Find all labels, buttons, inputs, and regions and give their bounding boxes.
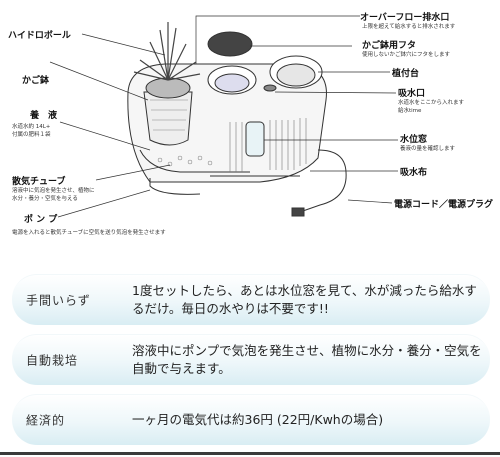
label-pot: かご鉢 [22, 76, 50, 86]
air-tube-line-2: 水分・養分・空気を与える [12, 196, 78, 202]
nutrient-line-2: 付属の肥料１袋 [12, 132, 51, 138]
feature-text: 溶液中にポンプで気泡を発生させ、植物に水分・養分・空気を自動で与えます。 [132, 343, 482, 376]
label-hydroball: ハイドロボール [8, 31, 71, 41]
label-nutrient: 養 液 [30, 111, 58, 121]
feature-text: 1度セットしたら、あとは水位窓を見て、水が減ったら給水するだけ。毎日の水やりは不… [132, 283, 477, 316]
inlet-line-2: 給水time [398, 108, 422, 114]
feature-row-auto: 自動栽培 溶液中にポンプで気泡を発生させ、植物に水分・養分・空気を自動で与えます… [12, 334, 490, 385]
feature-row-economy: 経済的 一ヶ月の電気代は約36円 (22円/Kwhの場合) [12, 394, 490, 445]
window-line: 養液の量を確認します [400, 146, 456, 152]
bottom-border [0, 452, 500, 455]
feature-row-easy: 手間いらず 1度セットしたら、あとは水位窓を見て、水が減ったら給水するだけ。毎日… [12, 274, 490, 325]
air-tube-line-1: 溶液中に気泡を発生させ、植物に [12, 188, 95, 194]
product-diagram: ハイドロボール かご鉢 養 液 水道水約 14L+ 付属の肥料１袋 散気チューブ… [8, 13, 494, 236]
device-illustration [49, 15, 398, 218]
features-section: 手間いらず 1度セットしたら、あとは水位窓を見て、水が減ったら給水するだけ。毎日… [0, 262, 500, 457]
feature-title: 経済的 [26, 413, 66, 428]
pump-line: 電源を入れると散気チューブに空気を送り気泡を発生させます [12, 230, 166, 236]
label-cloth: 吸水布 [400, 168, 428, 178]
nutrient-line-1: 水道水約 14L+ [12, 124, 51, 130]
feature-title: 自動栽培 [26, 353, 79, 368]
inlet-line-1: 水道水をここから入れます [398, 100, 465, 106]
cover-line: 使用しないかご鉢穴にフタをします [362, 52, 451, 58]
label-window: 水位窓 [400, 135, 428, 145]
overflow-line: 上限を超えて給水すると排水されます [362, 24, 456, 30]
feature-text: 一ヶ月の電気代は約36円 (22円/Kwhの場合) [132, 412, 384, 427]
label-stand: 植付台 [392, 69, 420, 79]
feature-title: 手間いらず [26, 293, 91, 308]
label-cover: かご鉢用フタ [362, 41, 417, 51]
label-cord: 電源コード／電源プラグ [394, 200, 494, 210]
label-overflow: オーバーフロー排水口 [360, 13, 450, 23]
label-air-tube: 散気チューブ [12, 177, 66, 187]
label-inlet: 吸水口 [398, 89, 426, 99]
label-pump: ポ ン プ [24, 215, 58, 225]
